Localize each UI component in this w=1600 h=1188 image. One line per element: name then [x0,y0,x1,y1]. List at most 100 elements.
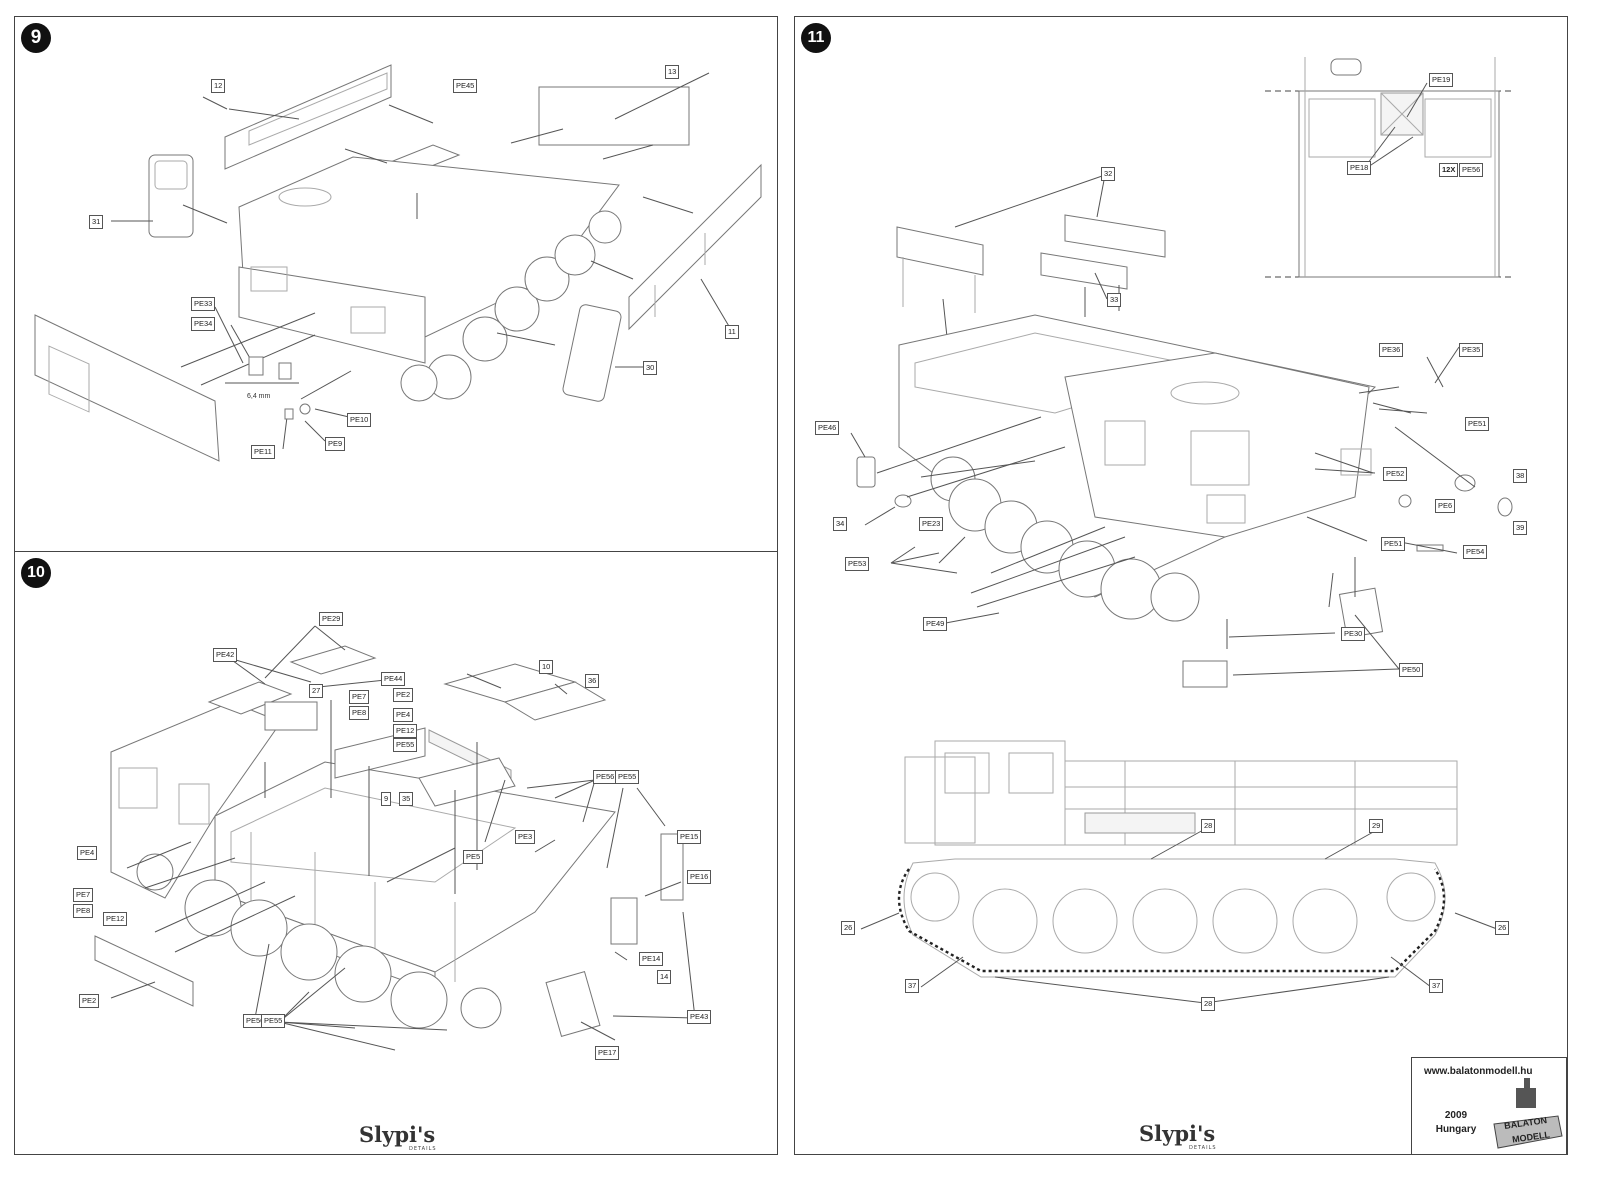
windshield-frame [34,314,220,462]
label-29: 29 [1369,819,1384,833]
part-32-rack-left [896,226,984,276]
side-wheel-1 [972,888,1038,954]
wheel-5 [554,234,596,276]
dimension-label: 6,4 mm [247,393,271,400]
part-pe11 [284,408,294,420]
label-pe14: PE14 [639,952,664,966]
label-12: 12 [211,79,226,93]
publish-year: 2009 [1444,1110,1468,1121]
part-12-panel [224,64,392,170]
sprocket-front [136,853,174,891]
label-pe8-left: PE8 [73,904,94,918]
label-33: 33 [1107,293,1122,307]
label-pe36: PE36 [1379,343,1404,357]
label-pe45: PE45 [453,79,478,93]
label-pe50: PE50 [1399,663,1424,677]
label-pe12-left: PE12 [103,912,128,926]
label-pe35: PE35 [1459,343,1484,357]
label-12x: 12X [1439,163,1459,177]
part-pe34 [278,362,292,380]
step-10-panel: 10 [14,551,778,1155]
label-26-right: 26 [1495,921,1510,935]
label-11: 11 [725,325,739,339]
label-pe2-left: PE2 [79,994,100,1008]
label-pe7-top: PE7 [349,690,370,704]
label-pe19: PE19 [1429,73,1454,87]
side-wheel-2 [1052,888,1118,954]
label-pe15: PE15 [677,830,702,844]
part-pe9 [299,403,311,415]
label-pe9: PE9 [325,437,346,451]
label-pe52: PE52 [1383,467,1408,481]
side-cab [904,756,976,844]
label-pe11: PE11 [251,445,275,459]
label-pe55-top: PE55 [393,738,418,752]
label-26-left: 26 [841,921,856,935]
side-bed [1064,760,1458,846]
part-pe46 [856,456,876,488]
label-pe54: PE54 [1463,545,1488,559]
part-13-panel [538,86,690,146]
wheel-2 [462,316,508,362]
label-10: 10 [539,660,554,674]
part-pe50-flap-left [1182,660,1228,688]
part-pe6 [1398,494,1412,508]
wheel-5 [390,971,448,1029]
sprocket-front [400,364,438,402]
label-pe49: PE49 [923,617,948,631]
part-31-door [148,154,194,238]
label-pe2-top: PE2 [393,688,414,702]
label-pe16: PE16 [687,870,712,884]
part-33-rack [1040,252,1128,290]
step-9-drawing [34,64,762,462]
label-pe55-right: PE55 [615,770,640,784]
label-pe44: PE44 [381,672,406,686]
wheel-2 [230,899,288,957]
label-pe46: PE46 [815,421,840,435]
label-28-bottom: 28 [1201,997,1216,1011]
label-pe51-bottom: PE51 [1381,537,1406,551]
label-36: 36 [585,674,600,688]
label-pe10: PE10 [347,413,372,427]
part-27 [264,701,318,731]
label-37-right: 37 [1429,979,1444,993]
label-pe56: PE56 [1459,163,1484,177]
label-34: 34 [833,517,848,531]
label-31: 31 [89,215,104,229]
sprocket-rear [460,987,502,1029]
part-36-box [503,681,607,721]
label-pe5: PE5 [463,850,484,864]
label-pe4-left: PE4 [77,846,98,860]
track-chain [897,868,1446,973]
wheel-3 [494,286,540,332]
slypis-logo-10-sub: DETAILS [409,1146,437,1152]
side-sprocket-front [910,872,960,922]
side-wheel-4 [1212,888,1278,954]
slypis-logo-11: Slypi's [1139,1121,1216,1146]
label-pe33: PE33 [191,297,216,311]
label-pe43: PE43 [687,1010,712,1024]
step-9-panel: 9 [14,16,778,552]
side-sprocket-rear [1386,872,1436,922]
label-pe23: PE23 [919,517,944,531]
part-pe42-plate [207,681,293,715]
balaton-modell-logo [1493,1078,1563,1149]
part-pe29-plate [289,645,377,675]
step-10-badge: 10 [21,558,51,588]
label-13: 13 [665,65,680,79]
publisher-url: www.balatonmodell.hu [1424,1066,1533,1077]
part-pe33 [248,356,264,376]
publish-country: Hungary [1435,1124,1477,1135]
part-39 [1497,497,1513,517]
wheel-3 [280,923,338,981]
label-pe30: PE30 [1341,627,1366,641]
wheel-4 [524,256,570,302]
side-grill [1084,812,1196,834]
label-28-top: 28 [1201,819,1216,833]
step-11-badge: 11 [801,23,831,53]
label-pe51-top: PE51 [1465,417,1490,431]
label-pe12-top: PE12 [393,724,418,738]
side-wheel-3 [1132,888,1198,954]
step-11-panel: 11 [794,16,1568,1155]
part-pe17 [545,970,601,1038]
